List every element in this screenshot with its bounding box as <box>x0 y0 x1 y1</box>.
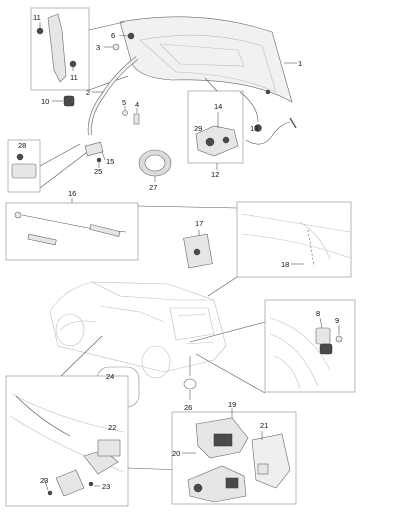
callout-27: 27 <box>149 183 157 192</box>
callout-2: 2 <box>86 88 90 97</box>
detail-box-8 <box>264 299 356 393</box>
callout-21: 21 <box>260 421 268 430</box>
callout-18: 18 <box>281 260 289 269</box>
callout-29: 29 <box>194 124 202 133</box>
callout-6: 6 <box>111 31 115 40</box>
detail-box-17 <box>236 201 352 278</box>
callout-23-right: 23 <box>102 482 110 491</box>
callout-5: 5 <box>122 98 126 107</box>
car-outline <box>49 281 227 379</box>
callout-19: 19 <box>228 400 236 409</box>
callout-17: 17 <box>195 219 203 228</box>
callout-10: 10 <box>41 97 49 106</box>
callout-26: 26 <box>184 403 192 412</box>
trunk-lid <box>119 16 293 103</box>
callout-14: 14 <box>214 102 222 111</box>
callout-8: 8 <box>316 309 320 318</box>
callout-22: 22 <box>108 423 116 432</box>
callout-15: 15 <box>106 157 114 166</box>
callout-28: 28 <box>18 141 26 150</box>
callout-25: 25 <box>94 167 102 176</box>
callout-12: 12 <box>211 170 219 179</box>
callout-3: 3 <box>96 43 100 52</box>
callout-13: 13 <box>250 124 258 133</box>
callout-23-left: 23 <box>40 476 48 485</box>
callout-11-top: 11 <box>33 13 41 22</box>
callout-9: 9 <box>335 316 339 325</box>
callout-20: 20 <box>172 449 180 458</box>
callout-16: 16 <box>68 189 76 198</box>
callout-4: 4 <box>135 100 139 109</box>
callout-24: 24 <box>106 372 114 381</box>
callout-11-bottom: 11 <box>70 73 78 82</box>
callout-1: 1 <box>298 59 302 68</box>
